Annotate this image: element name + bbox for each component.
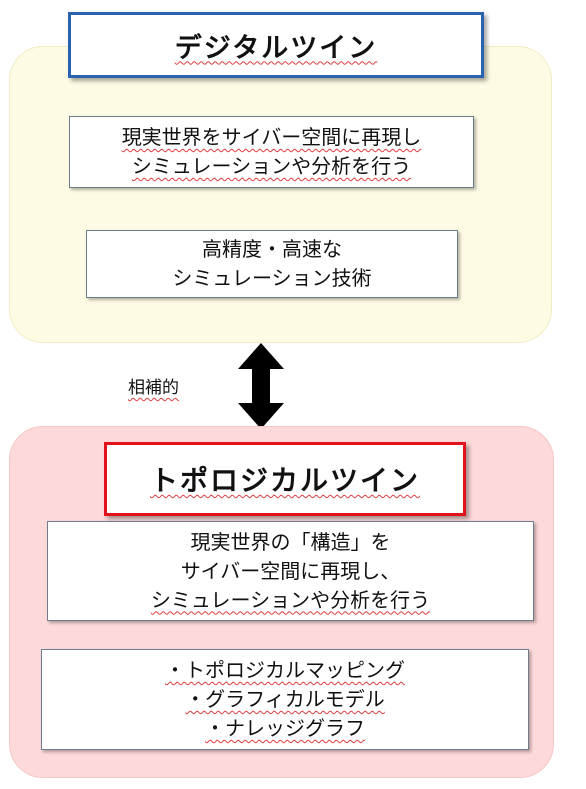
digital-twin-description: 現実世界をサイバー空間に再現し シミュレーションや分析を行う <box>69 116 474 188</box>
topological-twin-technology: ・トポロジカルマッピング ・グラフィカルモデル ・ナレッジグラフ <box>41 649 529 750</box>
double-arrow-icon <box>238 343 284 429</box>
digital-twin-panel <box>9 46 552 343</box>
topological-twin-description: 現実世界の「構造」を サイバー空間に再現し、 シミュレーションや分析を行う <box>47 521 534 621</box>
digital-twin-title: デジタルツイン <box>68 12 484 78</box>
complementary-label: 相補的 <box>128 378 179 398</box>
digital-twin-technology: 高精度・高速な シミュレーション技術 <box>86 230 458 298</box>
topological-twin-title: トポロジカルツイン <box>104 442 466 516</box>
